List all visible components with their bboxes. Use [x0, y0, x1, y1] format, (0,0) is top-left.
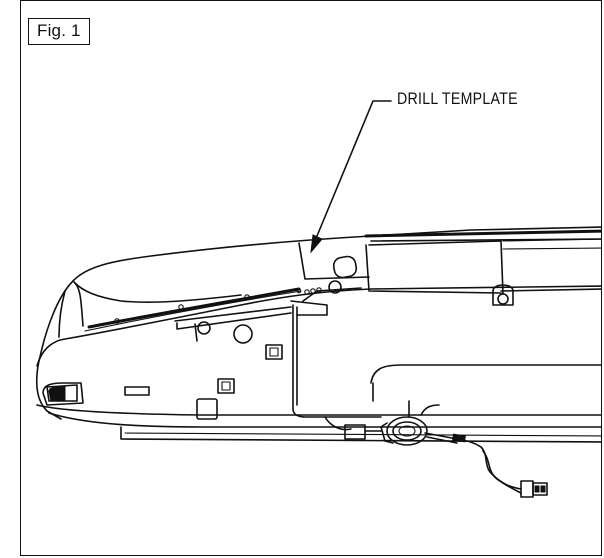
wire-harness	[324, 400, 548, 498]
figure-label: Fig. 1	[28, 18, 90, 45]
callout-leader-arrow	[310, 100, 392, 254]
mounting-holes	[194, 321, 253, 344]
rail-cover	[365, 238, 601, 295]
front-lens	[42, 382, 84, 406]
opener-housing-drawing	[35, 100, 601, 498]
drill-template-callout: DRILL TEMPLATE	[397, 90, 518, 108]
chassis-panel	[174, 300, 601, 418]
housing-body	[35, 226, 601, 443]
figure-frame: Fig. 1 DRILL TEMPLATE	[20, 0, 602, 556]
rail-bracket	[492, 284, 514, 306]
fastener-squares	[124, 344, 283, 420]
drill-template-plate	[114, 242, 370, 324]
